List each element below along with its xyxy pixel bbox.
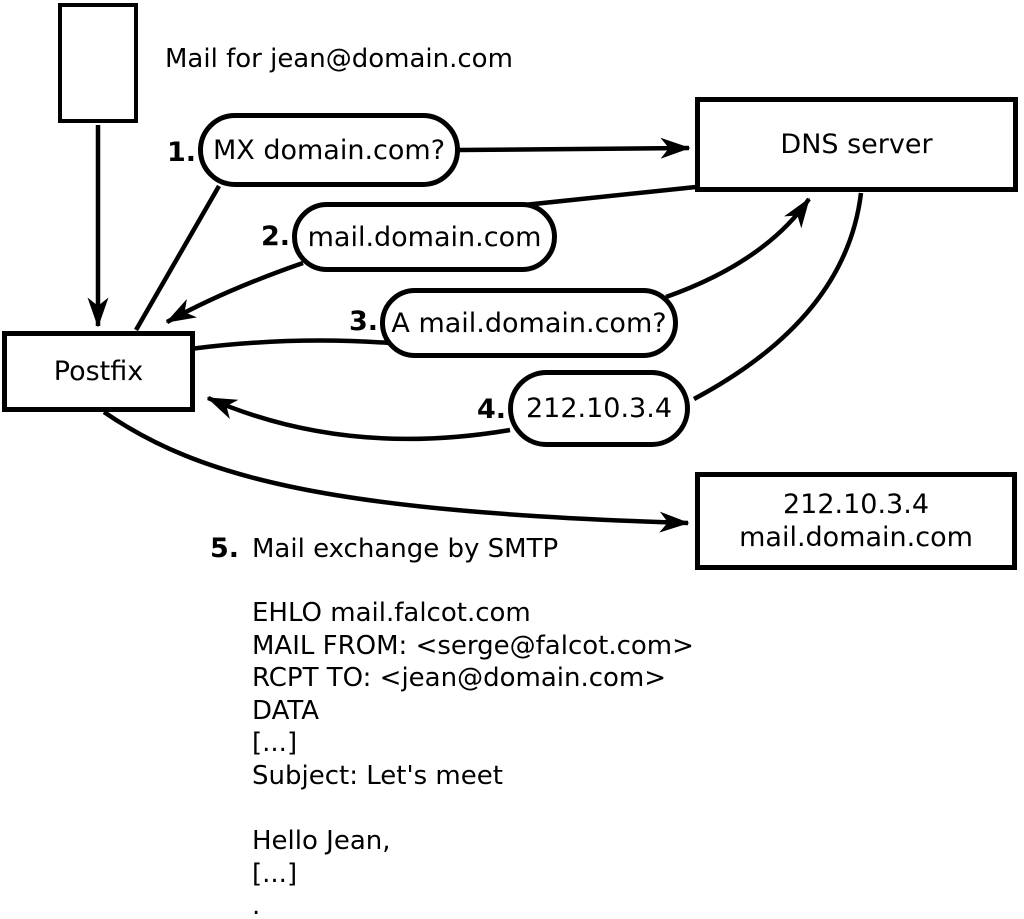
query-pill-a-record-label: A mail.domain.com? [391,307,667,339]
reply-pill-mx-result-label: mail.domain.com [307,221,542,253]
line-dns-to-reply4 [692,192,864,401]
step1-number: 1. [166,137,196,168]
mail-server-ip-label: 212.10.3.4 [783,489,929,520]
mail-message-icon [58,3,138,123]
smtp-line: DATA [252,695,319,726]
smtp-line: [...] [252,728,298,759]
dns-server-node: DNS server [695,97,1018,192]
dns-server-node-label: DNS server [780,129,933,160]
query-pill-mx-label: MX domain.com? [212,134,446,166]
smtp-line: EHLO mail.falcot.com [252,598,531,628]
arrow-reply2-to-postfix [165,260,304,324]
reply-pill-ip-label: 212.10.3.4 [526,393,672,424]
smtp-line [252,793,694,826]
mail-for-label: Mail for jean@domain.com [165,44,513,74]
step5-label: Mail exchange by SMTP [252,534,559,564]
line-postfix-to-query1 [134,184,221,332]
query-pill-mx: MX domain.com? [198,113,460,187]
arrow-smtp-to-mailserver [102,410,690,533]
smtp-line: Subject: Let's meet [252,760,503,791]
postfix-node-label: Postfix [53,356,144,387]
step5-number: 5. [209,533,239,564]
smtp-line: MAIL FROM: <serge@falcot.com> [252,630,694,661]
smtp-line: . [252,891,261,919]
reply-pill-ip: 212.10.3.4 [508,370,690,447]
step3-number: 3. [348,306,378,337]
postfix-node: Postfix [2,331,195,412]
reply-pill-mx-result: mail.domain.com [292,202,557,272]
mail-server-host-label: mail.domain.com [739,522,973,553]
mail-server-node: 212.10.3.4 mail.domain.com [695,472,1017,570]
line-dns-to-reply2 [504,184,697,210]
step2-number: 2. [260,221,290,252]
smtp-line: [...] [252,858,298,889]
arrow-query3-to-dns [665,197,811,300]
smtp-line: RCPT TO: <jean@domain.com> [252,663,667,694]
query-pill-a-record: A mail.domain.com? [380,288,678,358]
step4-number: 4. [476,394,506,425]
arrow-query1-to-dns [458,137,691,159]
line-postfix-to-query3 [189,338,391,352]
smtp-session-transcript: EHLO mail.falcot.com MAIL FROM: <serge@f… [252,597,694,919]
arrow-reply4-to-postfix [206,395,511,442]
smtp-line: Hello Jean, [252,826,391,857]
